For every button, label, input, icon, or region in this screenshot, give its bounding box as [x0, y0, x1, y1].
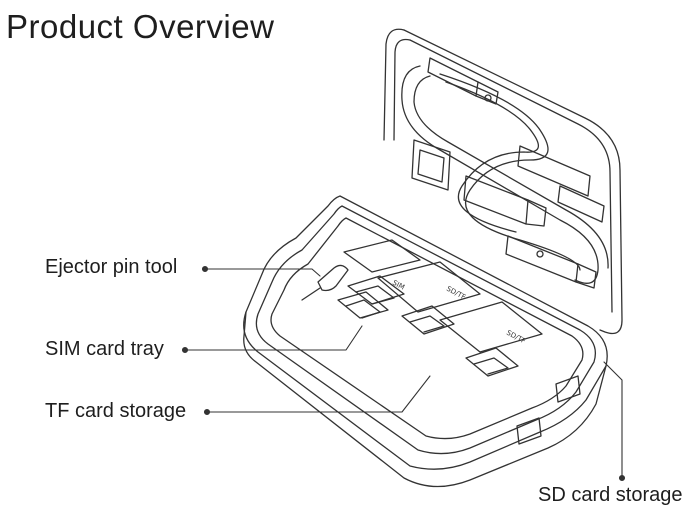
- callout-tf-card-storage: TF card storage: [45, 400, 187, 422]
- page-title: Product Overview: [6, 8, 275, 45]
- tf-slot-label-1: SD/TF: [445, 285, 467, 302]
- callout-ejector-pin-tool: Ejector pin tool: [45, 256, 178, 278]
- callout-leaders: [181, 265, 626, 482]
- tf-card-slot-1: [377, 261, 481, 335]
- case-lid: [383, 28, 623, 335]
- tf-card-slot-2: [439, 301, 543, 377]
- callout-sim-card-tray: SIM card tray: [45, 338, 164, 360]
- sim-card-slot: [337, 239, 421, 319]
- tf-slot-label-2: SD/TF: [505, 329, 527, 346]
- case-base: [243, 195, 608, 488]
- callout-sd-card-storage: SD card storage: [538, 484, 683, 506]
- ejector-pin-tool: [301, 264, 349, 301]
